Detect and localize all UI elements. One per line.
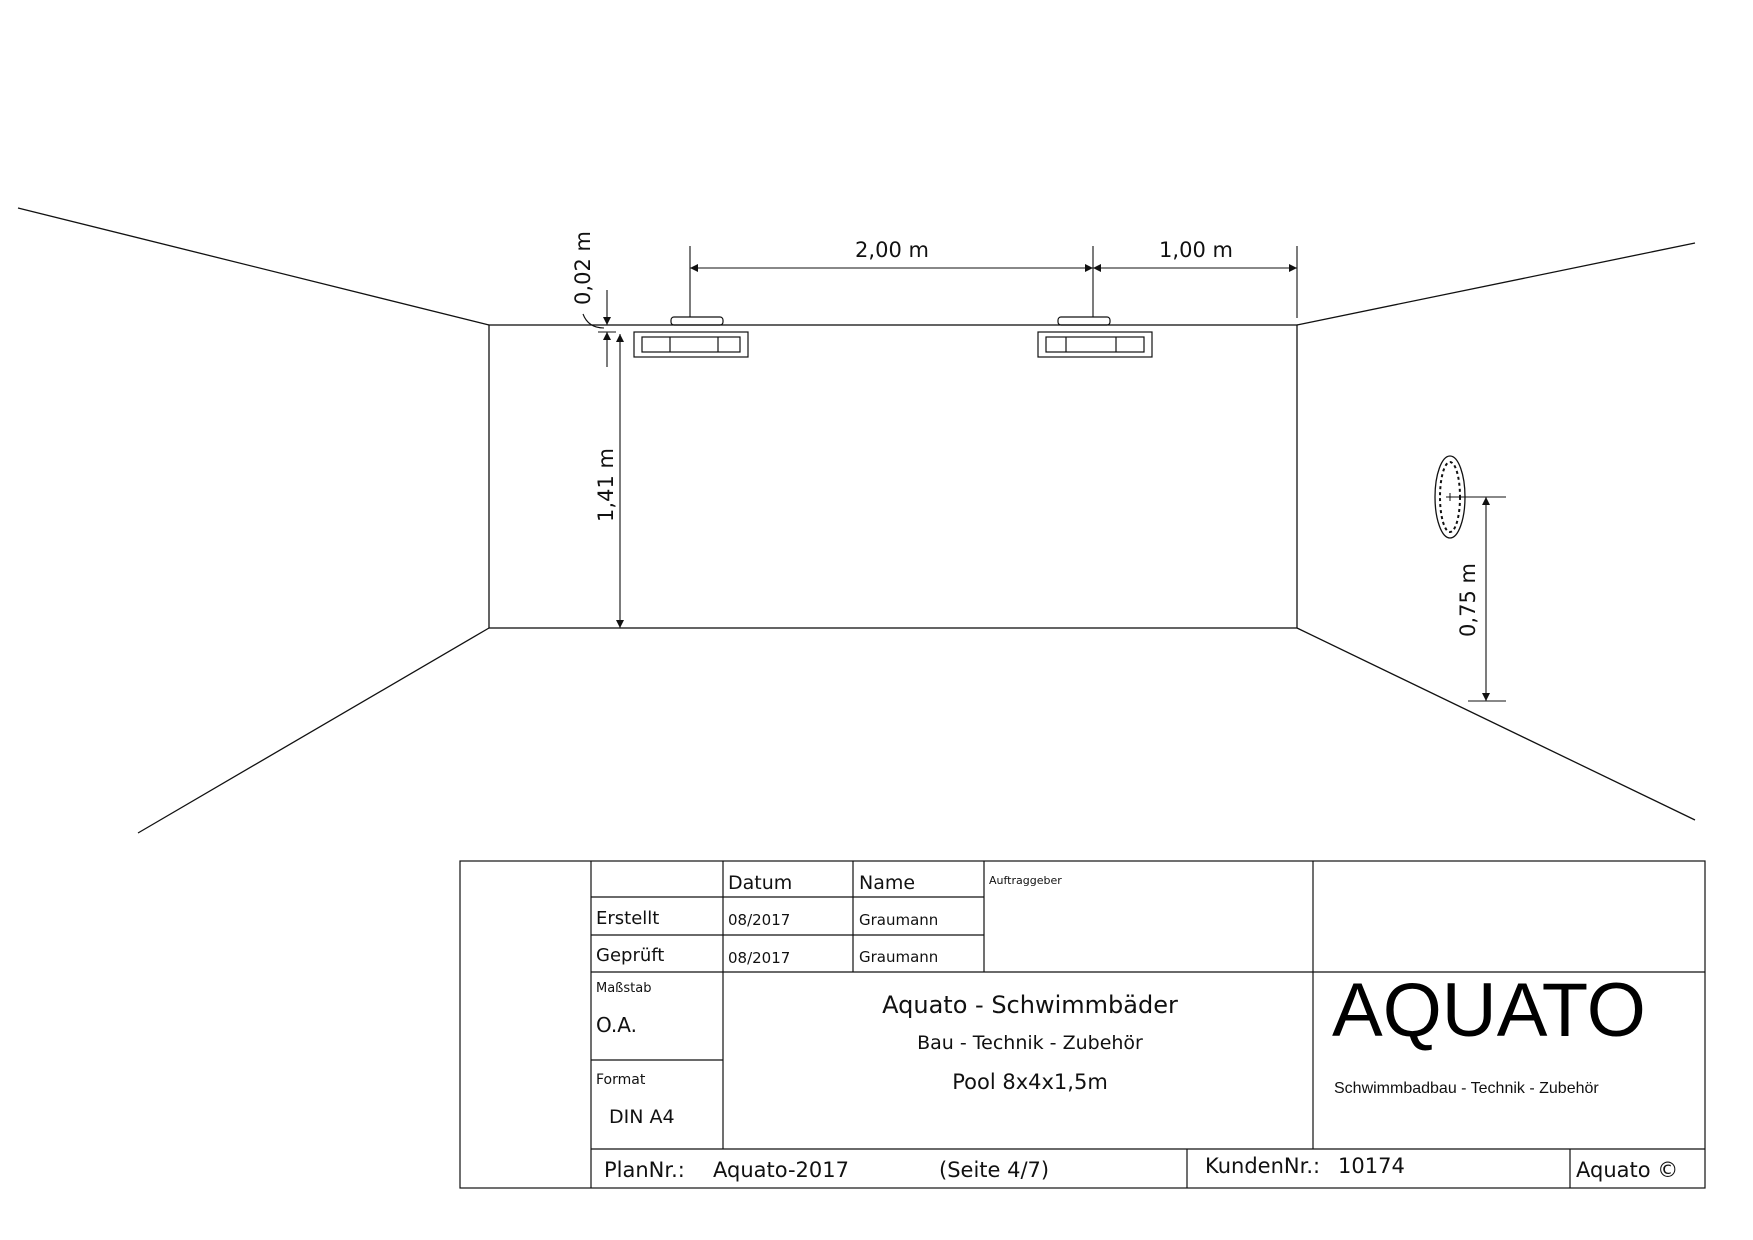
plan-label: PlanNr.: (604, 1158, 685, 1182)
erstellt-datum: 08/2017 (728, 911, 790, 929)
dimension-lines (582, 246, 1506, 702)
back-wall (488, 324, 1298, 629)
kunden-value: 10174 (1338, 1154, 1405, 1178)
company-title: Aquato - Schwimmbäder (882, 991, 1178, 1019)
room-edge-bottom-left (137, 627, 490, 834)
project-name: Pool 8x4x1,5m (952, 1070, 1108, 1094)
room-edge-top-right (1296, 242, 1696, 326)
dimension-labels: 2,00 m 1,00 m 0,02 m 1,41 m 0,75 m (571, 231, 1480, 637)
massstab-label: Maßstab (596, 981, 651, 996)
light-fixture-right (1037, 316, 1153, 358)
geprueft-datum: 08/2017 (728, 949, 790, 967)
erstellt-label: Erstellt (596, 908, 659, 929)
copyright: Aquato © (1576, 1158, 1678, 1182)
kunden-label: KundenNr.: (1205, 1154, 1320, 1178)
page-indicator: (Seite 4/7) (939, 1158, 1049, 1182)
plan-value: Aquato-2017 (713, 1158, 849, 1182)
erstellt-name: Graumann (859, 911, 938, 929)
header-datum: Datum (728, 872, 792, 894)
massstab-value: O.A. (596, 1013, 637, 1037)
room-edge-top-left (17, 207, 490, 326)
header-name: Name (859, 872, 915, 894)
room-edge-bottom-right (1296, 627, 1696, 821)
company-subtitle: Bau - Technik - Zubehör (917, 1032, 1143, 1054)
logo-subtitle: Schwimmbadbau - Technik - Zubehör (1334, 1080, 1599, 1097)
room-perspective (17, 207, 1696, 834)
dim-label-height-nozzle: 0,75 m (1456, 563, 1480, 637)
geprueft-label: Geprüft (596, 945, 664, 966)
dim-label-height-light: 1,41 m (594, 448, 618, 522)
geprueft-name: Graumann (859, 948, 938, 966)
light-fixture-left (633, 316, 749, 358)
format-value: DIN A4 (609, 1106, 675, 1128)
aquato-logo: AQUATO (1332, 968, 1646, 1053)
dim-label-spacing-edge: 1,00 m (1159, 238, 1233, 262)
title-block: Datum Name Auftraggeber Erstellt 08/2017… (459, 860, 1706, 1189)
dim-label-height-pipe: 0,02 m (571, 231, 595, 305)
header-auftraggeber: Auftraggeber (989, 874, 1062, 887)
dim-label-spacing-lights: 2,00 m (855, 238, 929, 262)
format-label: Format (596, 1072, 646, 1088)
